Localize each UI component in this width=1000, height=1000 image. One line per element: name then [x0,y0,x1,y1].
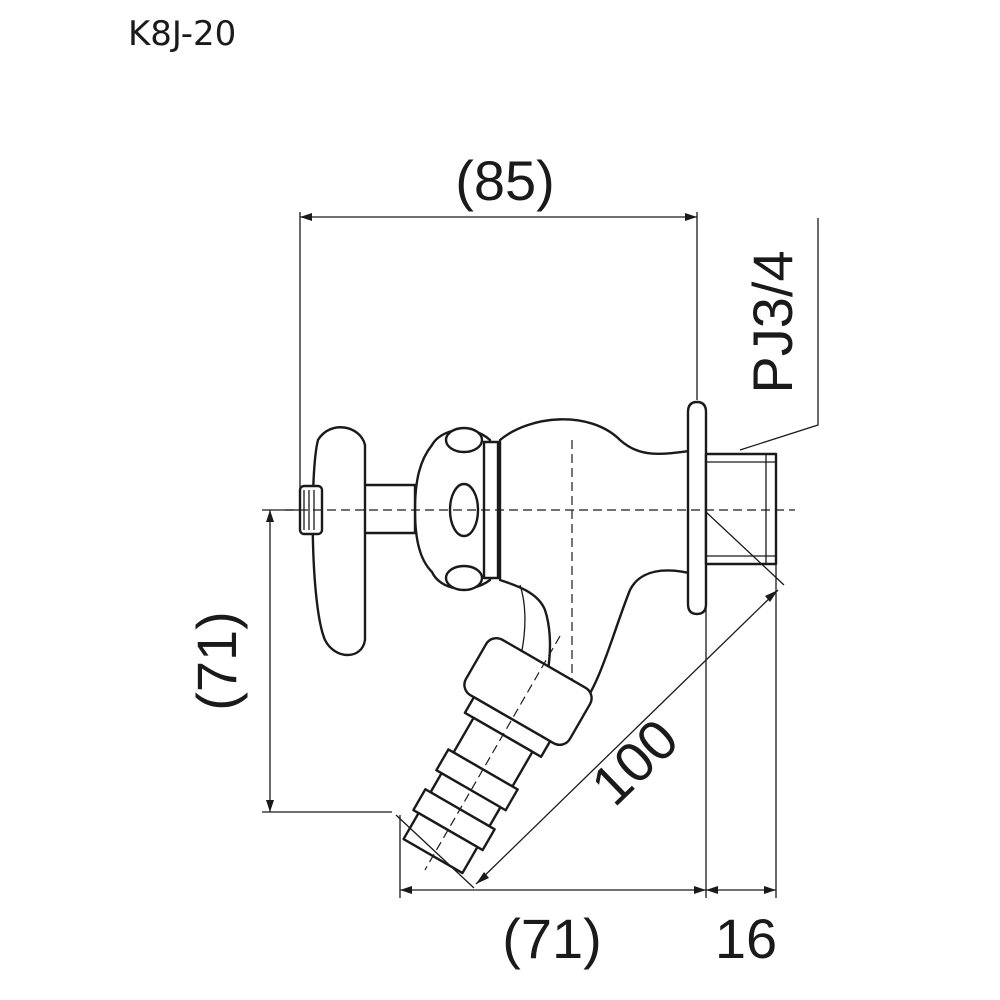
thread-spec-label: PJ3/4 [741,250,804,393]
top-width-label: (85) [455,149,555,212]
hose-fitting [402,635,593,875]
diagonal-label: 100 [579,707,690,817]
dimension-left-height: (71) [185,509,392,813]
dimension-top-width: (85) [299,149,698,490]
thread-length-label: 16 [715,907,777,970]
faucet-body [285,400,795,724]
model-code-label: K8J-20 [128,14,237,54]
thread-spec-callout: PJ3/4 [739,218,819,451]
bottom-width-label: (71) [502,907,602,970]
dimension-bottom: (71) 16 [399,565,777,970]
left-height-label: (71) [185,611,248,711]
